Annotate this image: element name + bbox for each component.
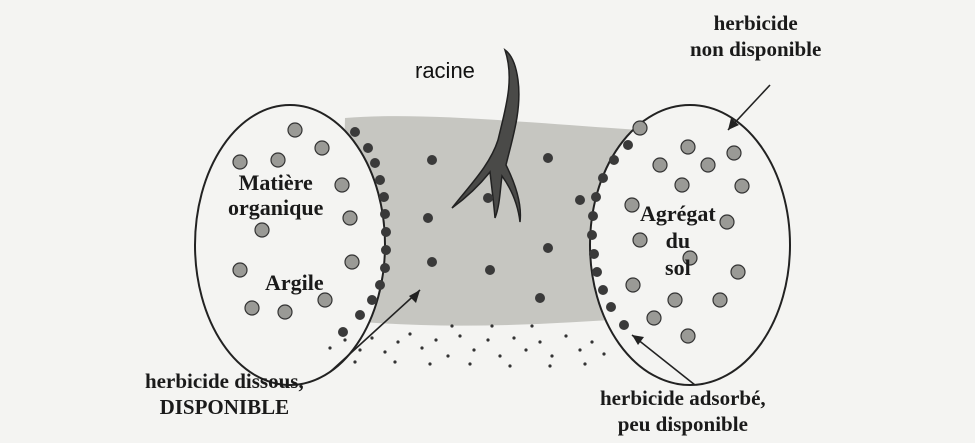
- label-herbicide-non-disponible: herbicide non disponible: [690, 10, 821, 62]
- label-hnd-line2: non disponible: [690, 36, 821, 62]
- label-agregat-line2: du: [640, 227, 716, 254]
- label-matiere-organique-line1: Matière: [228, 170, 323, 195]
- label-hnd-line1: herbicide: [690, 10, 821, 36]
- label-herbicide-dissous: herbicide dissous, DISPONIBLE: [145, 368, 304, 420]
- label-agregat-line3: sol: [640, 254, 716, 281]
- label-argile: Argile: [265, 270, 324, 296]
- label-racine: racine: [415, 58, 475, 84]
- label-adsorbe-line2: peu disponible: [600, 411, 766, 437]
- left-aggregate-outline: [195, 105, 385, 385]
- label-dissous-line1: herbicide dissous,: [145, 368, 304, 394]
- label-matiere-organique: Matière organique: [228, 170, 323, 220]
- label-herbicide-adsorbe: herbicide adsorbé, peu disponible: [600, 385, 766, 437]
- stipple-texture: [328, 324, 605, 367]
- label-agregat-du-sol: Agrégat du sol: [640, 200, 716, 281]
- label-agregat-line1: Agrégat: [640, 200, 716, 227]
- label-adsorbe-line1: herbicide adsorbé,: [600, 385, 766, 411]
- label-dissous-line2: DISPONIBLE: [145, 394, 304, 420]
- label-matiere-organique-line2: organique: [228, 195, 323, 220]
